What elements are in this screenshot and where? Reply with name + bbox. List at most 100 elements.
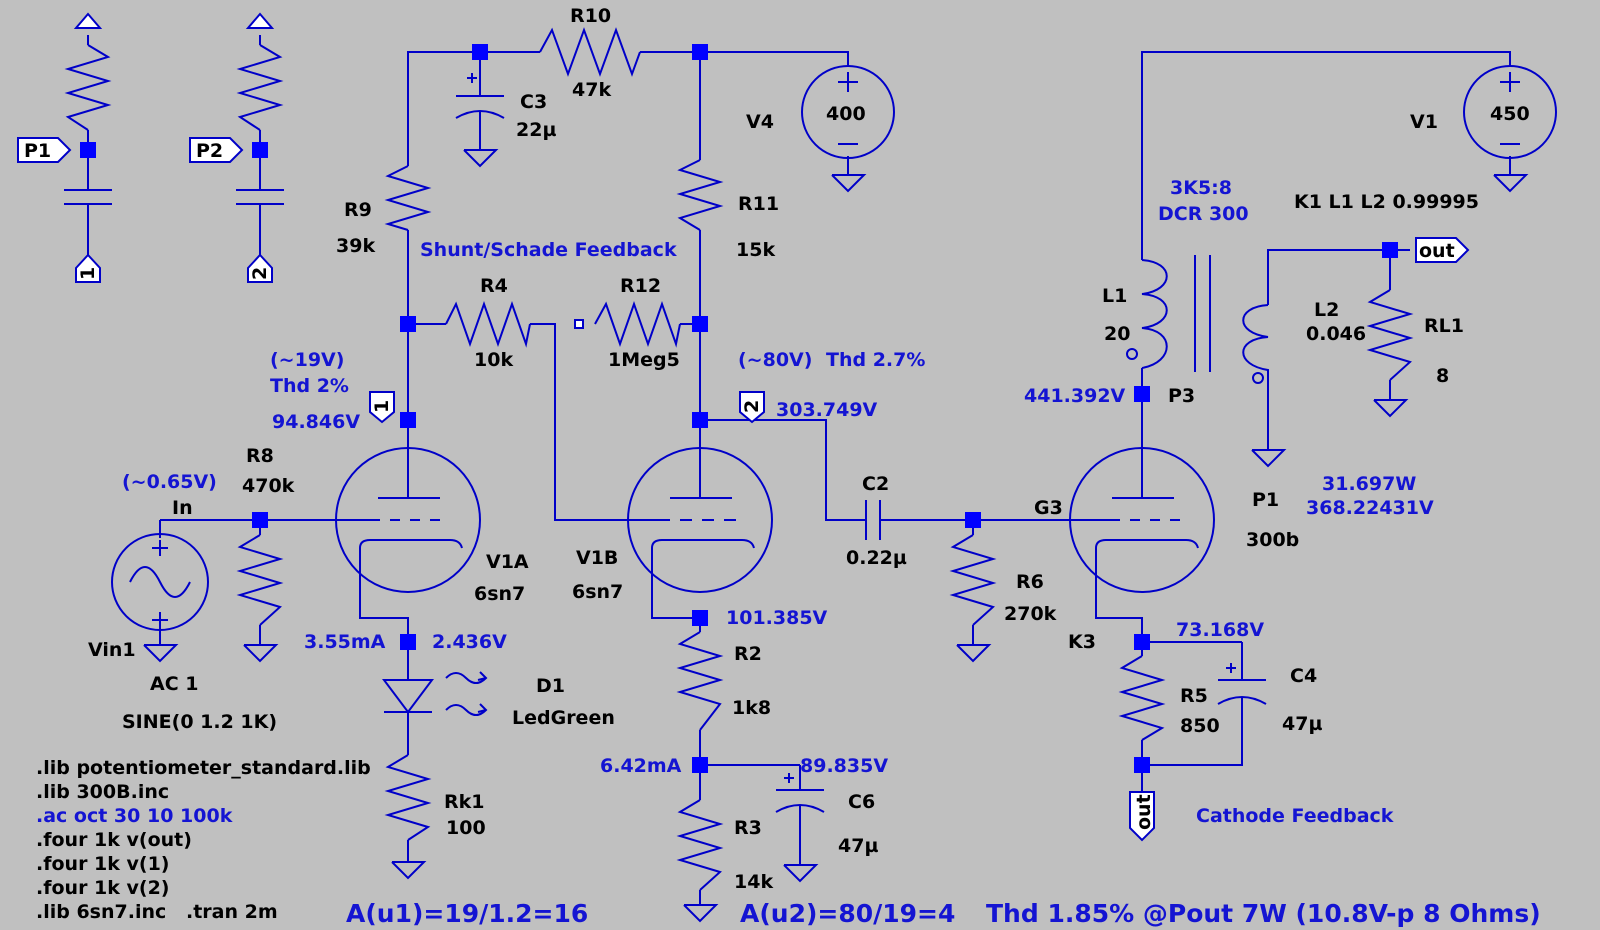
label-r5-name: R5: [1180, 685, 1208, 707]
resistors: [64, 27, 1414, 891]
label-r2-value: 1k8: [732, 697, 771, 719]
label-r9-name: R9: [344, 199, 372, 221]
label-p1-model: 300b: [1246, 529, 1299, 551]
resistor-r11: [676, 159, 724, 231]
label-v4-name: V4: [746, 111, 774, 133]
pot-p1: [64, 44, 112, 131]
flag-p2: P2: [196, 140, 223, 162]
resistor-r10: [539, 27, 641, 77]
capacitor-p1: [64, 189, 112, 214]
label-g3: G3: [1034, 497, 1063, 519]
flag-out-vertical: out: [1133, 794, 1155, 830]
label-c6-value: 47µ: [838, 835, 878, 857]
label-rl1-value: 8: [1436, 365, 1449, 387]
label-d1-name: D1: [536, 675, 565, 697]
label-rk1-name: Rk1: [444, 791, 485, 813]
label-c2-value: 0.22µ: [846, 547, 907, 569]
label-r10-value: 47k: [572, 79, 611, 101]
resistor-rl1: [1366, 289, 1414, 381]
label-coupling: K1 L1 L2 0.99995: [1294, 191, 1479, 213]
label-r12-name: R12: [620, 275, 661, 297]
pot-p2: [236, 44, 284, 131]
directive-line: .lib 300B.inc: [36, 781, 169, 803]
directive-line: .ac oct 30 10 100k: [36, 805, 233, 827]
label-note-thd27: Thd 2.7%: [826, 349, 925, 371]
resistor-r5: [1118, 655, 1166, 741]
output-transformer: [1126, 255, 1269, 390]
directive-line: .tran 2m: [186, 901, 278, 923]
label-l1-value: 20: [1104, 323, 1130, 345]
component-labels: R10 47k C3 22µ V4 400 V1 450 R9 39k R11 …: [88, 5, 1530, 893]
label-r5-value: 850: [1180, 715, 1220, 737]
voltage-sources: [111, 65, 1557, 631]
directive-line: .lib 6sn7.inc: [36, 901, 166, 923]
label-v-101: 101.385V: [726, 607, 828, 629]
label-c3-name: C3: [520, 91, 547, 113]
capacitor-c6: [775, 773, 825, 828]
label-shunt-feedback: Shunt/Schade Feedback: [420, 239, 677, 261]
label-r6-name: R6: [1016, 571, 1044, 593]
capacitor-c4: [1217, 663, 1267, 714]
label-r9-value: 39k: [336, 235, 375, 257]
label-v1a-name: V1A: [486, 551, 529, 573]
resistor-r4: [445, 300, 531, 348]
capacitor-c3: [455, 72, 505, 150]
resistor-r2: [676, 631, 724, 731]
label-r8-name: R8: [246, 445, 274, 467]
label-r2-name: R2: [734, 643, 762, 665]
label-note-19v: (~19V): [270, 349, 344, 371]
label-r10-name: R10: [570, 5, 611, 27]
label-note-80v: (~80V): [738, 349, 812, 371]
label-c2-name: C2: [862, 473, 889, 495]
tube-p1-300b: [1069, 447, 1215, 593]
label-r3-name: R3: [734, 817, 762, 839]
label-vin1: Vin1: [88, 639, 136, 661]
label-p3: P3: [1168, 385, 1195, 407]
resistor-r8: [236, 534, 284, 626]
label-i-642: 6.42mA: [600, 755, 682, 777]
junction-nodes: [80, 44, 1398, 773]
label-p1-name: P1: [1252, 489, 1279, 511]
label-xfmr-dcr: DCR 300: [1158, 203, 1249, 225]
source-v4: [801, 65, 895, 159]
label-v4-value: 400: [826, 103, 866, 125]
label-r12-value: 1Meg5: [608, 349, 680, 371]
label-v1b-name: V1B: [576, 547, 618, 569]
label-in: In: [172, 497, 193, 519]
label-v1b-model: 6sn7: [572, 581, 623, 603]
label-r4-name: R4: [480, 275, 508, 297]
source-v1: [1463, 65, 1557, 159]
label-r4-value: 10k: [474, 349, 513, 371]
label-xfmr-ratio: 3K5:8: [1170, 177, 1232, 199]
label-rk1-value: 100: [446, 817, 486, 839]
label-v-94: 94.846V: [272, 411, 360, 433]
label-cathode-feedback: Cathode Feedback: [1196, 805, 1394, 827]
net-flags: P1 P2 1 2 1 2 out out: [17, 12, 1470, 842]
label-r8-value: 470k: [242, 475, 295, 497]
flag-net-2: 2: [741, 400, 763, 413]
note-thd-output: Thd 1.85% @Pout 7W (10.8V-p 8 Ohms): [986, 899, 1541, 928]
label-i-355: 3.55mA: [304, 631, 386, 653]
directive-line: .four 1k v(out): [36, 829, 192, 851]
led-d1: [382, 671, 488, 716]
label-sine: SINE(0 1.2 1K): [122, 711, 277, 733]
flag-up-p2: [245, 12, 275, 29]
label-v-441: 441.392V: [1024, 385, 1126, 407]
label-c4-value: 47µ: [1282, 713, 1322, 735]
flag-net-1: 1: [371, 400, 393, 413]
label-r6-value: 270k: [1004, 603, 1057, 625]
label-v-303: 303.749V: [776, 399, 878, 421]
note-gain-stage-2: A(u2)=80/19=4: [740, 899, 955, 928]
label-v1-value: 450: [1490, 103, 1530, 125]
resistor-r9: [384, 165, 432, 231]
resistor-r12: [594, 300, 681, 348]
label-power: 31.697W: [1322, 473, 1416, 495]
label-v-89: 89.835V: [800, 755, 888, 777]
tube-v1a: [335, 447, 481, 593]
resistor-r3: [676, 799, 724, 891]
label-l1-name: L1: [1102, 285, 1127, 307]
flag-p1: P1: [24, 140, 51, 162]
ground-symbols: [143, 149, 1529, 923]
label-c6-name: C6: [848, 791, 875, 813]
